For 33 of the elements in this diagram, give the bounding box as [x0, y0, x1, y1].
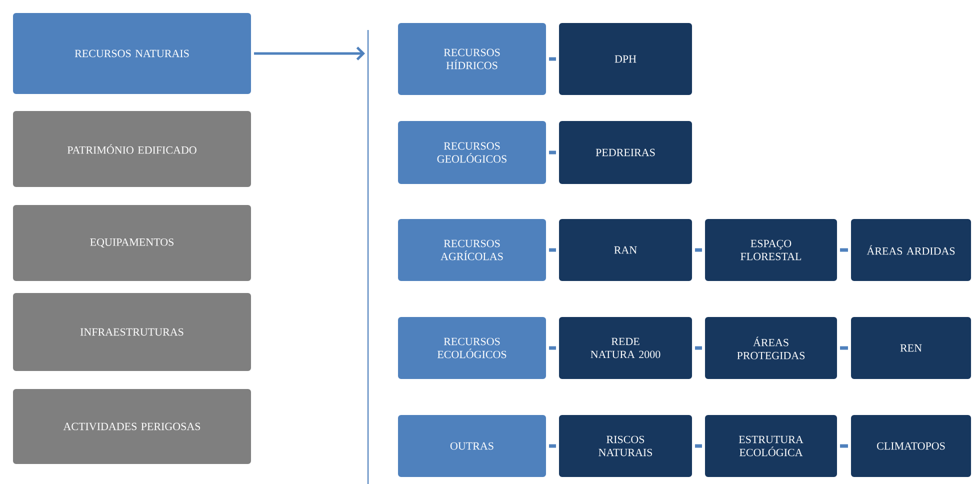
connector [695, 346, 702, 350]
item-box: RECURSOS AGRÍCOLAS [396, 217, 548, 283]
item-box: PEDREIRAS [557, 119, 694, 186]
item-box: ESTRUTURA ECOLÓGICA [703, 413, 840, 479]
item-box: REN [849, 315, 974, 381]
item-box: RAN [557, 217, 694, 283]
category-box: EQUIPAMENTOS [11, 203, 253, 283]
item-box: ÁREAS PROTEGIDAS [703, 315, 840, 381]
item-box: OUTRAS [396, 413, 548, 479]
item-box: RECURSOS GEOLÓGICOS [396, 119, 548, 186]
connector [840, 248, 848, 252]
connector [549, 444, 556, 448]
item-box: REDE NATURA 2000 [557, 315, 694, 381]
connector [840, 346, 848, 350]
item-box: RISCOS NATURAIS [557, 413, 694, 479]
category-box: ACTIVIDADES PERIGOSAS [11, 387, 253, 466]
connector [549, 150, 556, 154]
category-box: RECURSOS NATURAIS [11, 11, 253, 96]
connector [549, 57, 556, 61]
arrow [254, 46, 365, 60]
connector [549, 346, 556, 350]
category-box: PATRIMÓNIO EDIFICADO [11, 109, 253, 189]
connector [840, 444, 848, 448]
connector [549, 248, 556, 252]
item-box: RECURSOS HÍDRICOS [396, 21, 548, 97]
item-box: ESPAÇO FLORESTAL [703, 217, 840, 283]
connector [695, 444, 702, 448]
category-box: INFRAESTRUTURAS [11, 291, 253, 373]
item-box: CLIMATOPOS [849, 413, 974, 479]
item-box: RECURSOS ECOLÓGICOS [396, 315, 548, 381]
item-box: DPH [557, 21, 694, 97]
item-box: ÁREAS ARDIDAS [849, 217, 974, 283]
connector [695, 248, 702, 252]
